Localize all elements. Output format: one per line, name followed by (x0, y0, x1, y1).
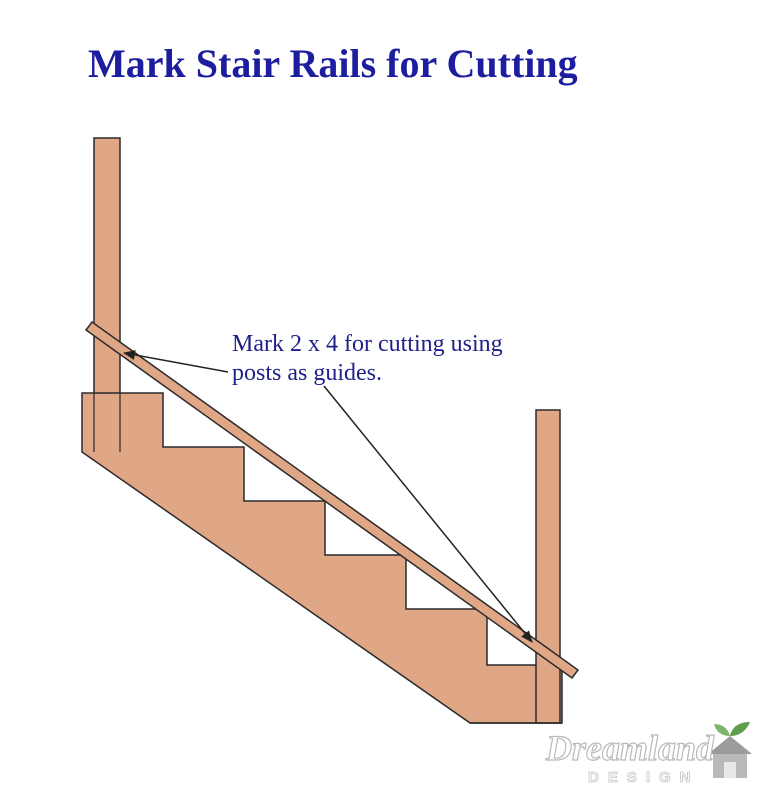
house-logo-icon (708, 722, 752, 778)
stair-stringer (81, 392, 563, 724)
annotation-line-2: posts as guides. (232, 360, 382, 386)
arrow-icon (123, 350, 229, 373)
stair-rail-2x4 (84, 320, 580, 680)
right-post (535, 409, 561, 724)
watermark-word: Dreamland (545, 728, 715, 768)
diagram-title: Mark Stair Rails for Cutting (88, 41, 578, 86)
annotation-text: Mark 2 x 4 for cutting using posts as gu… (232, 330, 503, 388)
arrow-icon (323, 385, 533, 643)
watermark-subword: DESIGN (588, 769, 700, 786)
annotation-line-1: Mark 2 x 4 for cutting using (232, 331, 503, 357)
